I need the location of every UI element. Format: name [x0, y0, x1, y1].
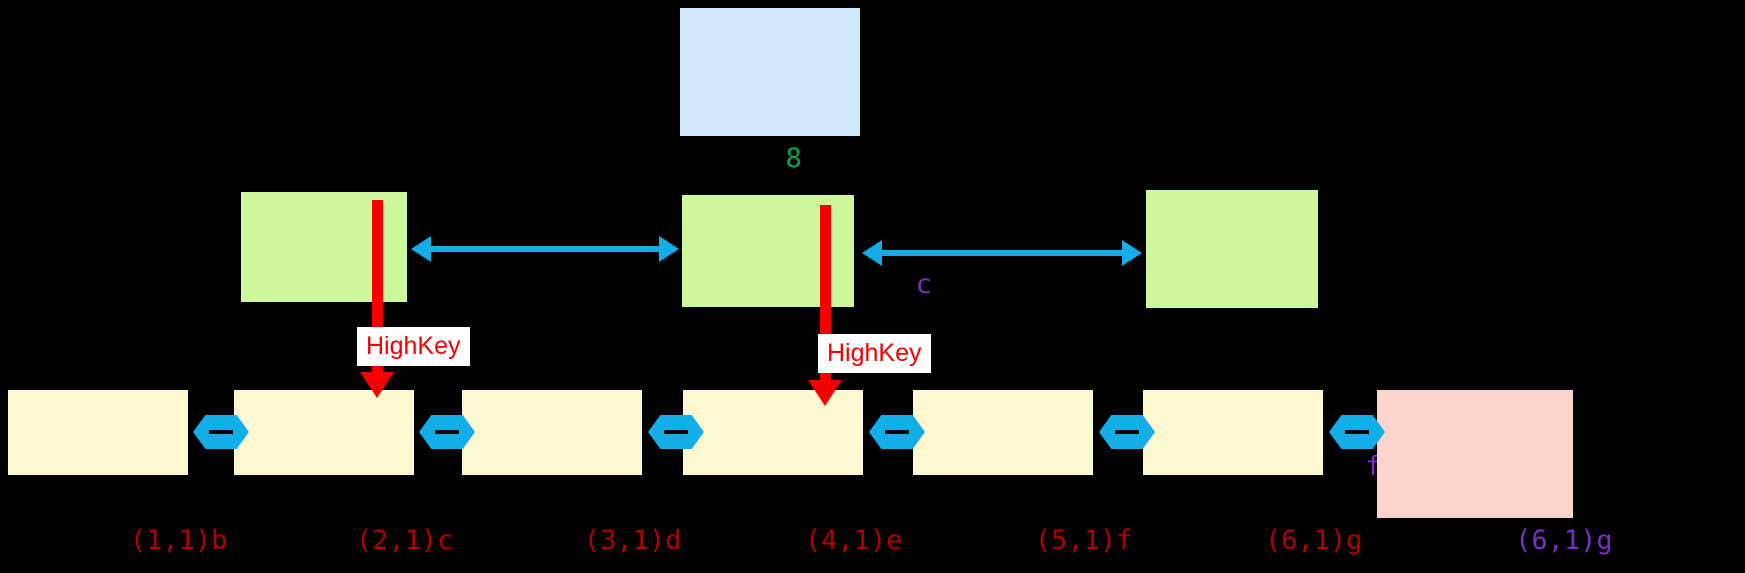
highkey-arrow-shaft — [372, 200, 383, 372]
diamond-divider — [1345, 430, 1369, 434]
arrow-shaft — [424, 246, 666, 252]
node-11[interactable]: 11(6,0) (9,1)f (10,1)g — [1146, 190, 1382, 482]
node-9-line-0: 9(6,1)g — [1248, 525, 1363, 556]
node-4[interactable]: 4(3,1)d (2,1)c — [462, 390, 681, 556]
node-11-line-0: 11(6,0) — [1251, 325, 1366, 356]
highkey-label-left: HighKey — [357, 327, 470, 366]
highkey-label-right: HighKey — [818, 334, 931, 373]
leaf-link-6-9[interactable] — [1099, 415, 1155, 449]
highkey-arrow-right[interactable] — [808, 205, 842, 408]
highkey-arrow-head-icon — [360, 372, 394, 398]
leaf-link-1-2[interactable] — [193, 415, 249, 449]
leaf-link-4-5[interactable] — [648, 415, 704, 449]
node-9[interactable]: 9(6,1)g (5,1)f — [1143, 390, 1362, 556]
diamond-divider — [1115, 430, 1139, 434]
arrow-head-right-icon — [1122, 240, 1142, 266]
leaf-link-2-4[interactable] — [419, 415, 475, 449]
arrow-head-left-icon — [862, 240, 882, 266]
node-1-line-0: 1(1,1)b — [113, 525, 228, 556]
arrow-shaft — [875, 250, 1129, 256]
node-6-line-0: 6(5,1)f — [1018, 525, 1133, 556]
node-1[interactable]: 1(1,1)b (0,1)a — [8, 390, 227, 556]
node-6[interactable]: 6(5,1)f (4,1)e — [913, 390, 1132, 556]
node-4-line-0: 4(3,1)d — [567, 525, 682, 556]
node-5-line-0: 5(4,1)e — [788, 525, 903, 556]
diamond-divider — [664, 430, 688, 434]
highkey-arrow-left[interactable] — [360, 200, 394, 400]
node-2[interactable]: 2(2,1)c (1,1)b — [234, 390, 453, 556]
node-2-line-0: 2(2,1)c — [339, 525, 454, 556]
arrow-head-right-icon — [659, 236, 679, 262]
highkey-arrow-head-icon — [808, 380, 842, 406]
diamond-divider — [209, 430, 233, 434]
sibling-link-3-7[interactable] — [411, 236, 679, 262]
leaf-link-5-6[interactable] — [869, 415, 925, 449]
arrow-head-left-icon — [411, 236, 431, 262]
leaf-link-9-10[interactable] — [1329, 415, 1385, 449]
sibling-link-7-11[interactable] — [862, 240, 1142, 266]
diamond-divider — [885, 430, 909, 434]
node-8-line-0: 8 (3,0) — [785, 143, 916, 174]
node-10[interactable]: 10(6,1)g (7,1)h (8,1)i — [1377, 390, 1613, 556]
node-10-line-0: 10(6,1)g — [1482, 525, 1613, 556]
diamond-divider — [435, 430, 459, 434]
node-8[interactable]: 8 (3,0) (7,1)c (11,1)e — [680, 8, 932, 426]
highkey-arrow-shaft — [820, 205, 831, 380]
